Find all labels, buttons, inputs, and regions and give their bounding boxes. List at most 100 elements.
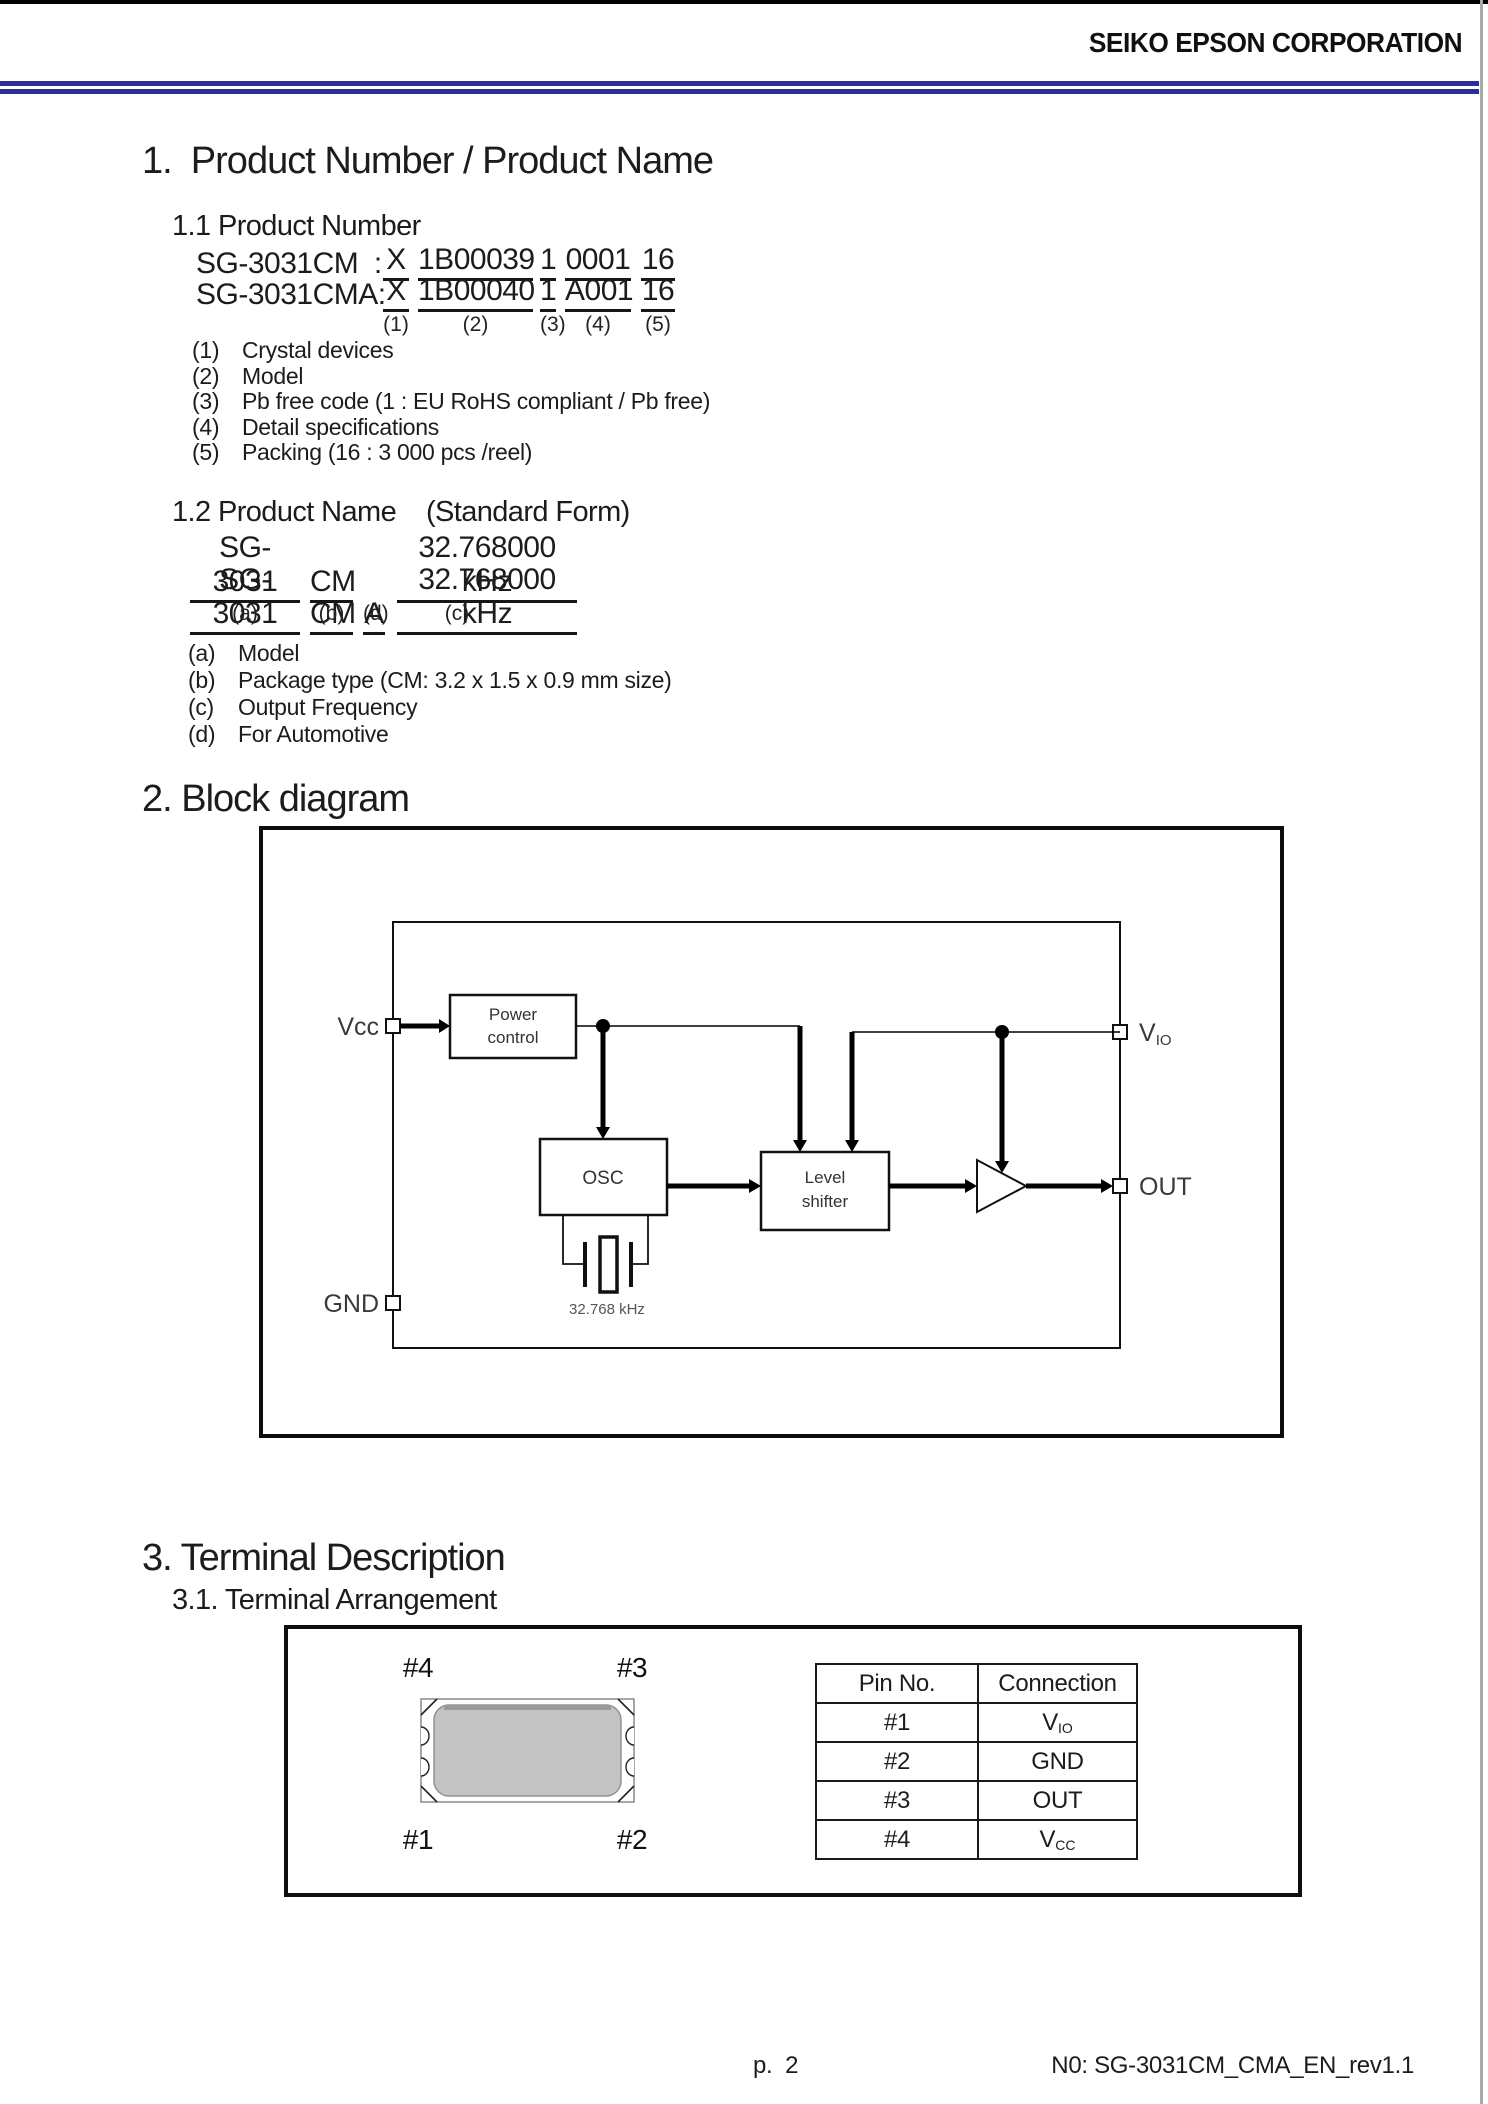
product-number-row-1: SG-3031CM : X 1B00039 1 0001 16 [196,243,675,281]
code-segment: 0001 [565,243,631,281]
marker: (3) [540,313,566,336]
pin-cell: #4 [815,1819,979,1860]
connection-main: V [1039,1825,1056,1853]
note-line: (2) Model [192,363,303,390]
section1-title: 1. Product Number / Product Name [142,140,714,182]
out-label: OUT [1139,1173,1192,1201]
note-num: (b) [188,667,216,693]
package-body [433,1704,622,1797]
corner-castellation [420,1698,438,1716]
side-notch [420,1757,430,1777]
block-diagram: Vcc GND VIO OUT Power control OSC Level … [259,826,1284,1438]
marker: (b) [318,602,345,625]
corner-castellation [617,1698,635,1716]
table-row: #1 VIO [815,1702,1138,1743]
header-rule-bottom [0,89,1479,94]
page-number: p. 2 [753,2052,799,2079]
arrowhead [596,1127,610,1139]
name-segment: CM [310,565,356,603]
name-segment: 32.768000 kHz [397,531,577,603]
code-segment: X [383,243,409,281]
note-num: (d) [188,721,216,747]
product-number-label-1: SG-3031CM : [196,247,382,280]
product-name-row-2: SG-3031 CM A 32.768000 kHz [190,563,577,635]
pin-cell: #3 [815,1780,979,1821]
product-name-row-1: SG-3031 CM 32.768000 kHz [190,531,577,603]
name-segment: SG-3031 [190,531,300,603]
code-segment: 1B00039 [418,243,535,281]
gnd-terminal [385,1295,401,1311]
pin-cell: #1 [815,1702,979,1743]
side-notch [625,1757,635,1777]
connection-sub: IO [1057,1719,1073,1736]
note-line: (3) Pb free code (1 : EU RoHS compliant … [192,388,710,415]
power-control-label-1: Power [489,1005,538,1024]
connection-main: GND [1031,1747,1084,1775]
product-number-row-2: SG-3031CMA: X 1B00040 1 A001 16 [196,274,675,312]
product-number-label-2: SG-3031CMA: [196,278,386,311]
power-control-block [448,993,578,1060]
note-num: (a) [188,640,216,666]
code-segment: X [383,274,409,312]
level-shifter-label-1: Level [805,1168,846,1187]
connection-cell: OUT [977,1780,1138,1821]
arrowhead [1101,1179,1113,1193]
note-num: (3) [192,388,220,414]
section3-1-subtitle: 3.1. Terminal Arrangement [172,1584,497,1616]
arrowhead [749,1179,761,1193]
note-text: Output Frequency [238,694,418,720]
header-rule-gap [0,86,1479,89]
note-num: (4) [192,414,220,440]
note-text: Pb free code (1 : EU RoHS compliant / Pb… [242,388,711,414]
note-text: Detail specifications [242,414,439,440]
vcc-label: Vcc [337,1013,379,1041]
marker: (a) [232,602,258,625]
column-header-connection: Connection [977,1663,1138,1704]
document-number: N0: SG-3031CM_CMA_EN_rev1.1 [1051,2052,1414,2079]
crystal-lead-right [631,1215,649,1265]
level-shifter-label-2: shifter [802,1192,849,1211]
table-row: #3 OUT [815,1780,1138,1821]
note-num: (c) [188,694,214,720]
note-line: (a) Model [188,640,299,667]
page-top-border [0,0,1488,4]
osc-block [538,1137,669,1217]
corner-castellation [420,1785,438,1803]
chip-package-drawing [420,1698,635,1803]
connection-cell: VCC [977,1819,1138,1860]
section2-title: 2. Block diagram [142,778,410,820]
crystal-frequency-label: 32.768 kHz [569,1301,645,1318]
arrowhead [995,1161,1009,1173]
code-segment: 1 [540,274,557,312]
company-logo-text: SEIKO EPSON CORPORATION [1088,27,1463,58]
header-double-rule [0,81,1479,94]
marker: (2) [462,313,489,336]
note-num: (5) [192,439,220,465]
section1-2-title: 1.2 Product Name (Standard Form) [172,496,630,528]
marker: (d) [363,602,389,625]
marker: (1) [383,313,409,336]
table-row: #4 VCC [815,1819,1138,1860]
note-text: For Automotive [238,721,389,747]
section1-1-title: 1.1 Product Number [172,210,421,242]
connection-cell: VIO [977,1702,1138,1743]
gnd-label: GND [323,1290,379,1318]
code-segment: 1 [540,243,557,281]
product-number-markers: (1) (2) (3) (4) (5) [383,313,675,337]
connection-cell: GND [977,1741,1138,1782]
level-shifter-block [759,1150,891,1232]
note-num: (1) [192,337,220,363]
pin-label-2: #2 [616,1824,648,1855]
connection-main: OUT [1032,1786,1083,1814]
pin-cell: #2 [815,1741,979,1782]
marker: (5) [645,313,671,336]
product-name-markers: (a) (b) (d) (c) [190,602,577,626]
terminal-arrangement-panel [284,1625,1302,1897]
table-header-row: Pin No. Connection [815,1663,1138,1704]
power-control-label-2: control [487,1028,538,1047]
note-line: (d) For Automotive [188,721,389,748]
osc-label: OSC [582,1168,623,1189]
crystal-lead-left [562,1215,585,1265]
connection-sub: CC [1055,1836,1076,1853]
